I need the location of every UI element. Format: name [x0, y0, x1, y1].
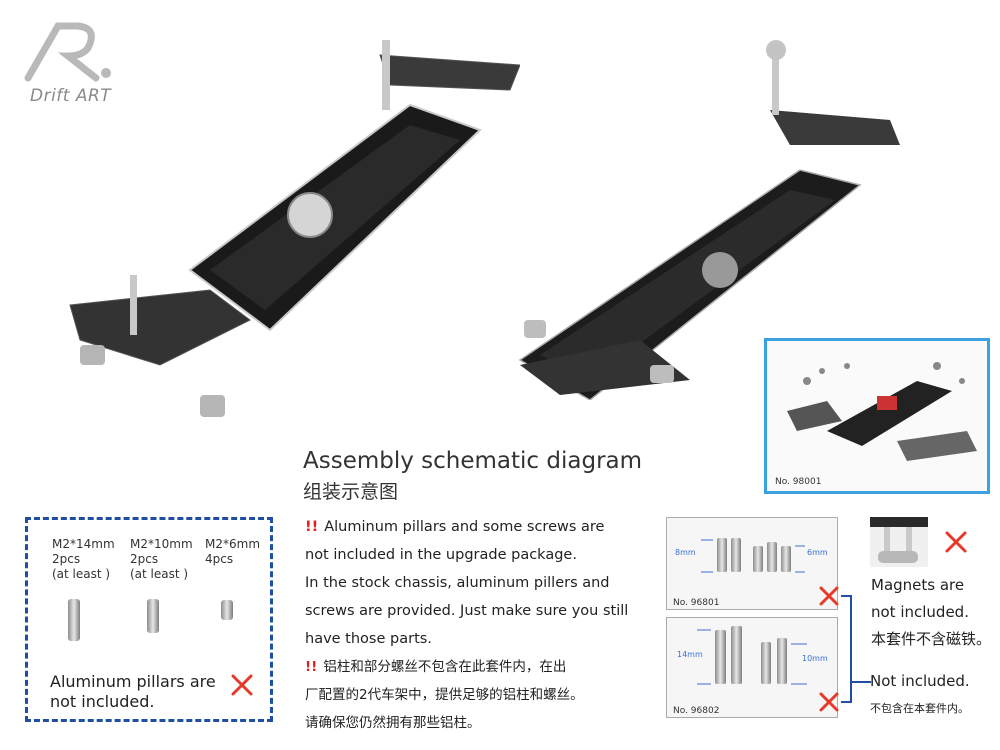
brand-name: Drift ART [30, 86, 112, 106]
dim-left: 14mm [677, 650, 703, 659]
dim-right: 10mm [802, 654, 828, 663]
chassis-left-photo [69, 40, 520, 417]
brand-logo: Drift ART [18, 18, 128, 113]
cross-icon [945, 531, 967, 553]
desc-line-zh: 铝柱和部分螺丝不包含在此套件内，在出 [323, 659, 567, 675]
spec-qty: 2pcs [130, 552, 159, 566]
ref-box-96802: 14mm 10mm No. 96802 [666, 617, 838, 718]
note-line: Magnets are [871, 576, 965, 594]
note-line: Aluminum pillars are [50, 672, 216, 691]
desc-line-zh: 请确保您仍然拥有那些铝柱。 [305, 715, 481, 731]
page-title-zh: 组装示意图 [303, 481, 399, 503]
not-included-bracket [819, 586, 871, 712]
pillar-6mm-icon [221, 600, 233, 620]
desc-line: have those parts. [305, 631, 432, 647]
magnet-photo [870, 517, 928, 567]
not-included-label: Not included. [870, 672, 970, 690]
pillars-set-icon [701, 538, 805, 573]
desc-line: not included in the upgrade package. [305, 547, 577, 563]
ref-box-96801: 8mm 6mm No. 96801 [666, 517, 838, 610]
chassis-right-photo [518, 40, 900, 400]
spec-m2-10: M2*10mm 2pcs (at least ) [130, 537, 193, 582]
warning-mark: !! [305, 659, 318, 675]
cross-icon [231, 674, 253, 696]
warning-mark: !! [305, 519, 319, 535]
spec-name: M2*14mm [52, 537, 115, 551]
desc-line: In the stock chassis, aluminum pillers a… [305, 575, 610, 591]
desc-line: screws are provided. Just make sure you … [305, 603, 629, 619]
note-line: not included. [871, 603, 969, 621]
dim-right: 6mm [807, 548, 828, 557]
pillar-10mm-icon [147, 599, 159, 633]
logo-mark-icon [24, 22, 111, 82]
spec-qty: 4pcs [205, 552, 234, 566]
desc-line: Aluminum pillars and some screws are [324, 519, 605, 535]
page-title: Assembly schematic diagram [303, 448, 643, 474]
desc-line-zh: 厂配置的2代车架中，提供足够的铝柱和螺丝。 [305, 687, 584, 703]
spec-name: M2*10mm [130, 537, 193, 551]
not-included-label-zh: 不包含在本套件内。 [870, 702, 969, 715]
note-line: not included. [50, 692, 155, 711]
spec-m2-14: M2*14mm 2pcs (at least ) [52, 537, 115, 582]
ref-part-number: No. 96802 [673, 706, 720, 716]
magnets-not-included-note: Magnets are not included. 本套件不含磁铁。 [871, 572, 991, 653]
description-text: !! Aluminum pillars and some screws are n… [305, 513, 650, 737]
exploded-view-image [787, 362, 977, 461]
inset-part-number: No. 98001 [775, 477, 822, 487]
spec-m2-6: M2*6mm 4pcs [205, 537, 260, 567]
spec-note: (at least ) [130, 567, 189, 581]
spec-name: M2*6mm [205, 537, 261, 551]
pillar-spec-box [25, 517, 273, 722]
exploded-view-inset: No. 98001 [764, 338, 990, 494]
ref-part-number: No. 96801 [673, 598, 720, 608]
spec-note: (at least ) [52, 567, 111, 581]
pillars-not-included-note: Aluminum pillars are not included. [50, 672, 216, 712]
dim-left: 8mm [675, 548, 696, 557]
note-line-zh: 本套件不含磁铁。 [871, 630, 992, 648]
pillar-14mm-icon [68, 599, 80, 641]
pillars-set-icon [697, 626, 807, 685]
spec-qty: 2pcs [52, 552, 81, 566]
